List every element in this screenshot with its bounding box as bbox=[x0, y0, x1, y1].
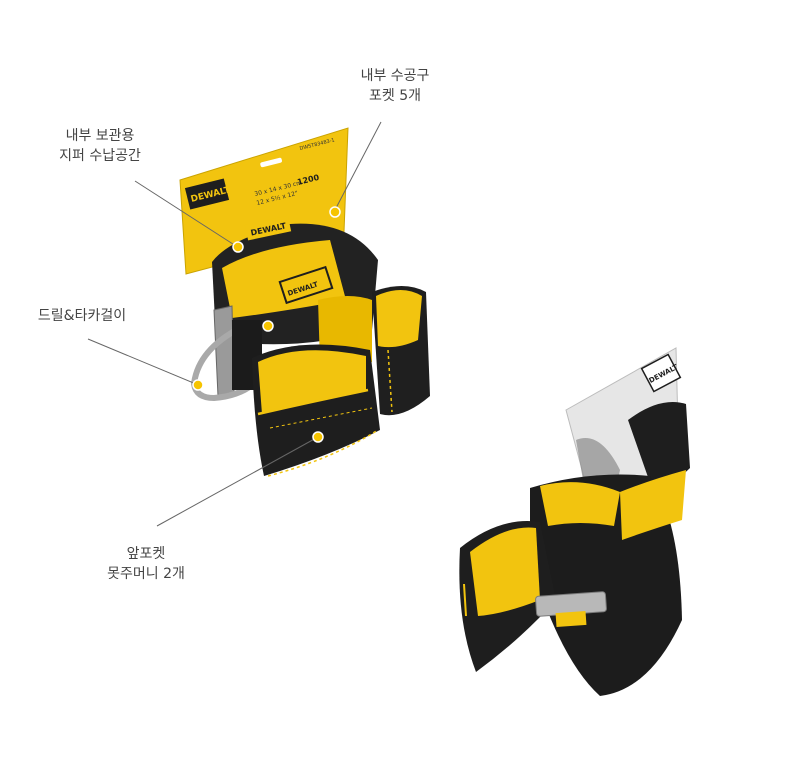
drill-hook bbox=[190, 325, 259, 402]
leader-inner-pocket bbox=[334, 121, 382, 211]
dot-front-pocket bbox=[312, 431, 324, 443]
leader-lines bbox=[87, 121, 382, 527]
marker-dots bbox=[192, 206, 341, 443]
inner-card bbox=[278, 265, 334, 305]
dot-zipper-storage bbox=[232, 241, 244, 253]
dot-inner-pocket bbox=[329, 206, 341, 218]
leader-zipper-storage bbox=[134, 180, 237, 247]
hook-plate bbox=[213, 305, 235, 397]
callout-zipper-storage-line2: 지퍼 수납공간 bbox=[59, 148, 141, 164]
callout-zipper-storage: 내부 보관용 지퍼 수납공간 bbox=[40, 126, 160, 166]
callout-drill-hook-line1: 드릴&타카걸이 bbox=[37, 308, 127, 324]
callout-front-pocket-line1: 앞포켓 bbox=[126, 546, 166, 562]
leader-front-pocket bbox=[156, 436, 319, 527]
card-brand-box bbox=[184, 178, 230, 210]
dot-hook bbox=[192, 379, 204, 391]
left-tool-bag: DEWALT 30 x 14 x 30 cm 12 x 5½ x 12" 120… bbox=[179, 127, 430, 477]
callout-inner-tool-pocket-line1: 내부 수공구 bbox=[360, 68, 430, 84]
callout-front-pocket-line2: 못주머니 2개 bbox=[107, 566, 185, 582]
rear-yellow-lining bbox=[222, 240, 346, 318]
callout-zipper-storage-line1: 내부 보관용 bbox=[65, 128, 135, 144]
front-pocket-lining bbox=[258, 350, 366, 414]
leader-hook bbox=[87, 338, 197, 385]
callout-inner-tool-pocket: 내부 수공구 포켓 5개 bbox=[347, 66, 443, 106]
dot-inner-tool bbox=[262, 320, 274, 332]
callout-drill-hook: 드릴&타카걸이 bbox=[22, 306, 142, 326]
callout-inner-tool-pocket-line2: 포켓 5개 bbox=[369, 88, 421, 104]
right-tool-bag: DEWALT bbox=[459, 347, 690, 696]
callout-front-pocket: 앞포켓 못주머니 2개 bbox=[86, 544, 206, 584]
